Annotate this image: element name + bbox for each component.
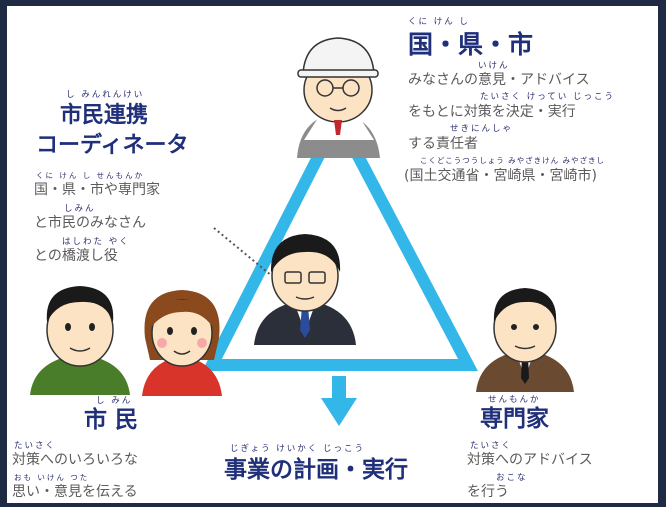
- coordinator-title-line2: コーディネータ: [36, 133, 189, 158]
- government-desc2-ruby: たいさく けってい じっこう: [480, 92, 615, 102]
- down-arrow-icon: [321, 376, 357, 426]
- coordinator-title-line1: 市民連携: [60, 103, 149, 128]
- coordinator-ruby: し みんれんけい: [66, 90, 145, 100]
- experts-desc2: を行う: [467, 484, 509, 500]
- citizens-desc2: 思い・意見を伝える: [12, 484, 138, 500]
- coordinator-desc1-ruby: くに けん し せんもんか: [36, 171, 145, 180]
- coordinator-desc3-ruby: はしわた やく: [62, 237, 130, 247]
- citizen-man-icon: [30, 286, 130, 395]
- citizens-desc1: 対策へのいろいろな: [12, 452, 138, 468]
- government-desc4-ruby: こくどこうつうしょう みやざきけん みやざきし: [420, 156, 606, 165]
- citizen-woman-icon: [142, 290, 222, 396]
- outcome-title: 事業の計画・実行: [224, 457, 408, 483]
- government-desc1-ruby: いけん: [478, 61, 510, 71]
- experts-title: 専門家: [480, 406, 549, 432]
- relationship-triangle: [202, 104, 478, 371]
- coordinator-desc2: と市民のみなさん: [34, 215, 146, 231]
- citizens-title: 市 民: [84, 407, 139, 433]
- citizens-desc2-ruby: おも いけん つた: [14, 473, 90, 482]
- coordinator-person-icon: [254, 234, 356, 345]
- outcome-ruby: じぎょう けいかく じっこう: [230, 444, 365, 454]
- citizens-desc1-ruby: たいさく: [14, 441, 57, 451]
- government-ruby: くに けん し: [408, 17, 470, 27]
- experts-desc1-ruby: たいさく: [470, 441, 513, 451]
- experts-desc1: 対策へのアドバイス: [467, 452, 593, 468]
- government-desc1: みなさんの意見・アドバイス: [408, 72, 590, 88]
- experts-desc2-ruby: おこな: [496, 473, 528, 483]
- government-title: 国・県・市: [408, 30, 534, 59]
- government-desc3-ruby: せきにんしゃ: [450, 124, 514, 134]
- official-helmet-icon: [297, 37, 380, 158]
- coordinator-desc3: との橋渡し役: [34, 248, 118, 264]
- experts-ruby: せんもんか: [488, 395, 541, 405]
- coordinator-desc1: 国・県・市や専門家: [34, 182, 160, 198]
- government-desc3: する責任者: [408, 136, 478, 152]
- expert-person-icon: [476, 288, 574, 392]
- government-desc2: をもとに対策を決定・実行: [408, 104, 576, 120]
- citizens-ruby: し みん: [96, 396, 133, 406]
- coordinator-desc2-ruby: しみん: [64, 204, 96, 214]
- government-desc4: (国土交通省・宮崎県・宮崎市): [404, 168, 597, 184]
